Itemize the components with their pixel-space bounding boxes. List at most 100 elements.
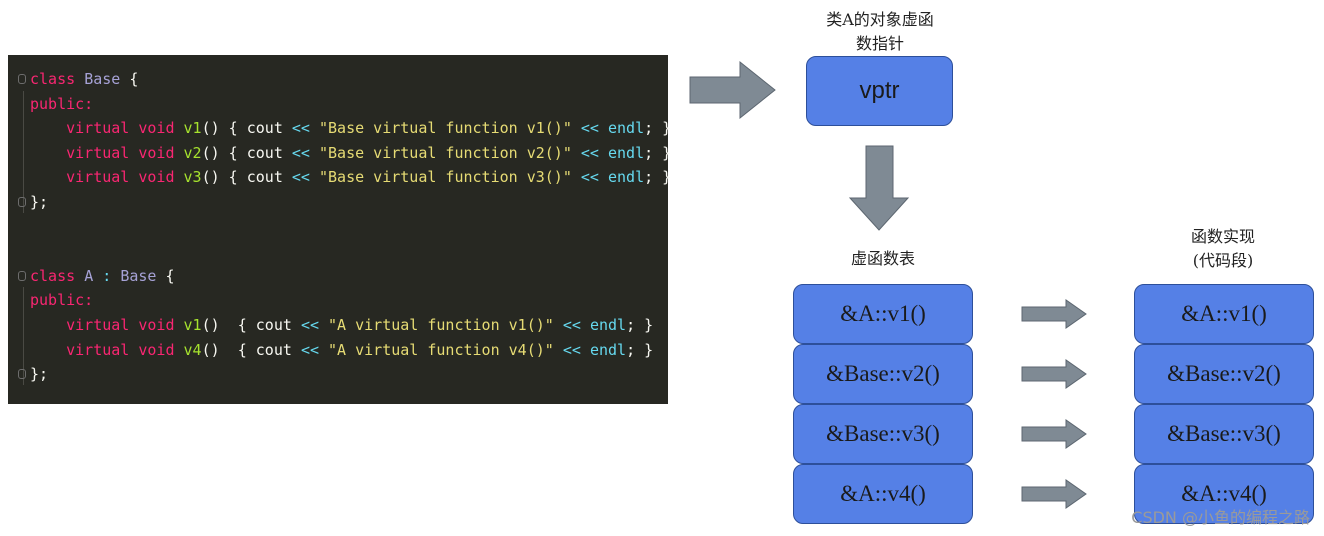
vptr-caption: 类A的对象虚函 数指针 [800,8,960,56]
code-token: << [291,119,310,138]
code-token: << [562,340,581,359]
vtable-entry-label: &A::v1() [840,301,926,326]
code-token: endl [608,168,645,187]
code-token: virtual void [66,168,184,187]
code-token: << [291,143,310,162]
code-token: Base [120,266,157,285]
code-line: public: [30,92,93,116]
code-token: () { cout [201,168,292,187]
code-token: << [562,316,581,334]
vptr-caption-line2: 数指针 [855,34,904,53]
code-token: << [300,340,319,359]
code-token: endl [608,119,645,138]
fold-marker-icon [18,369,26,380]
impl-caption-line1: 函数实现 [1190,227,1255,246]
code-token: endl [589,340,627,359]
vtable-entry-label: &A::v4() [840,481,926,506]
code-token: << [300,316,319,334]
code-token: v1 [183,119,202,138]
vtable-entry-label: &Base::v3() [826,421,940,446]
code-line: virtual void v1() { cout << "Base virtua… [30,116,671,140]
code-token: }; [30,193,49,211]
code-line: class Base { [30,67,138,91]
code-token: class [30,266,76,285]
code-token: }; [30,365,49,384]
code-token: () { cout [201,316,301,334]
code-token: ; } [626,340,654,359]
code-token: () { cout [201,340,301,359]
code-token: () { cout [201,119,292,138]
code-token: "Base virtual function v3()" [319,168,572,187]
code-token: << [580,168,599,187]
impl-entry-label: &Base::v3() [1167,421,1281,446]
code-line: virtual void v4() { cout << "A virtual f… [30,338,653,362]
code-token: ; } [644,168,672,187]
vtable-entry: &Base::v2() [793,344,973,404]
vtable-caption: 虚函数表 [850,249,915,268]
code-token: "Base virtual function v2()" [319,143,572,162]
code-token: v1 [183,316,202,334]
code-line: }; [30,362,48,386]
vtable-entry: &A::v1() [793,284,973,344]
code-token: << [580,143,599,162]
code-token: () { cout [201,143,292,162]
code-token: class [30,70,76,88]
code-line: public: [30,288,93,312]
arrow-vptr-to-vtable [848,145,910,231]
impl-entry: &A::v4() [1134,464,1314,524]
code-token: public: [30,291,94,310]
code-token: virtual void [66,143,184,162]
code-token: Base [84,70,121,88]
code-token: v4 [183,340,202,359]
vtable-entry: &Base::v3() [793,404,973,464]
code-token: ; } [644,119,672,138]
code-panel: class Base {public: virtual void v1() { … [8,55,671,404]
vptr-box: vptr [806,56,953,126]
code-line: class A : Base { [30,264,175,288]
vtable-entry: &A::v4() [793,464,973,524]
arrow-code-to-vptr [689,60,776,120]
code-token: { [120,70,139,88]
arrow-row-3 [1021,419,1087,449]
code-token: virtual void [66,340,184,359]
impl-entry: &Base::v3() [1134,404,1314,464]
code-token: : [93,266,112,285]
fold-marker-icon [18,197,26,207]
code-token: "Base virtual function v1()" [319,119,572,138]
code-token: endl [608,143,645,162]
code-token: virtual void [66,316,184,334]
impl-caption-line2: (代码段) [1192,251,1254,270]
impl-entry-label: &A::v1() [1181,301,1267,326]
code-token: "A virtual function v4()" [328,340,554,359]
impl-caption: 函数实现 (代码段) [1143,225,1303,273]
impl-entry: &A::v1() [1134,284,1314,344]
impl-entry-label: &A::v4() [1181,481,1267,506]
code-token: "A virtual function v1()" [328,316,554,334]
code-token: v2 [183,143,202,162]
impl-entry-label: &Base::v2() [1167,361,1281,386]
code-token: virtual void [66,119,184,138]
code-line: virtual void v1() { cout << "A virtual f… [30,313,653,337]
code-token: ; } [626,316,654,334]
code-token: v3 [183,168,202,187]
code-token: << [291,168,310,187]
indent-guide [23,287,24,385]
fold-marker-icon [18,270,26,281]
code-token: A [84,266,94,285]
arrow-row-1 [1021,299,1087,329]
watermark: CSDN @小鱼的编程之路 [1131,508,1310,527]
impl-entry: &Base::v2() [1134,344,1314,404]
indent-guide [23,91,24,213]
code-token: ; } [644,143,672,162]
arrow-row-4 [1021,479,1087,509]
vptr-caption-line1: 类A的对象虚函 [826,10,934,29]
vtable-entry-label: &Base::v2() [826,361,940,386]
fold-marker-icon [18,74,26,84]
arrow-row-2 [1021,359,1087,389]
code-line: }; [30,190,48,214]
code-token: << [580,119,599,138]
code-token: endl [589,316,627,334]
code-line: virtual void v2() { cout << "Base virtua… [30,141,671,165]
code-line: virtual void v3() { cout << "Base virtua… [30,165,671,189]
